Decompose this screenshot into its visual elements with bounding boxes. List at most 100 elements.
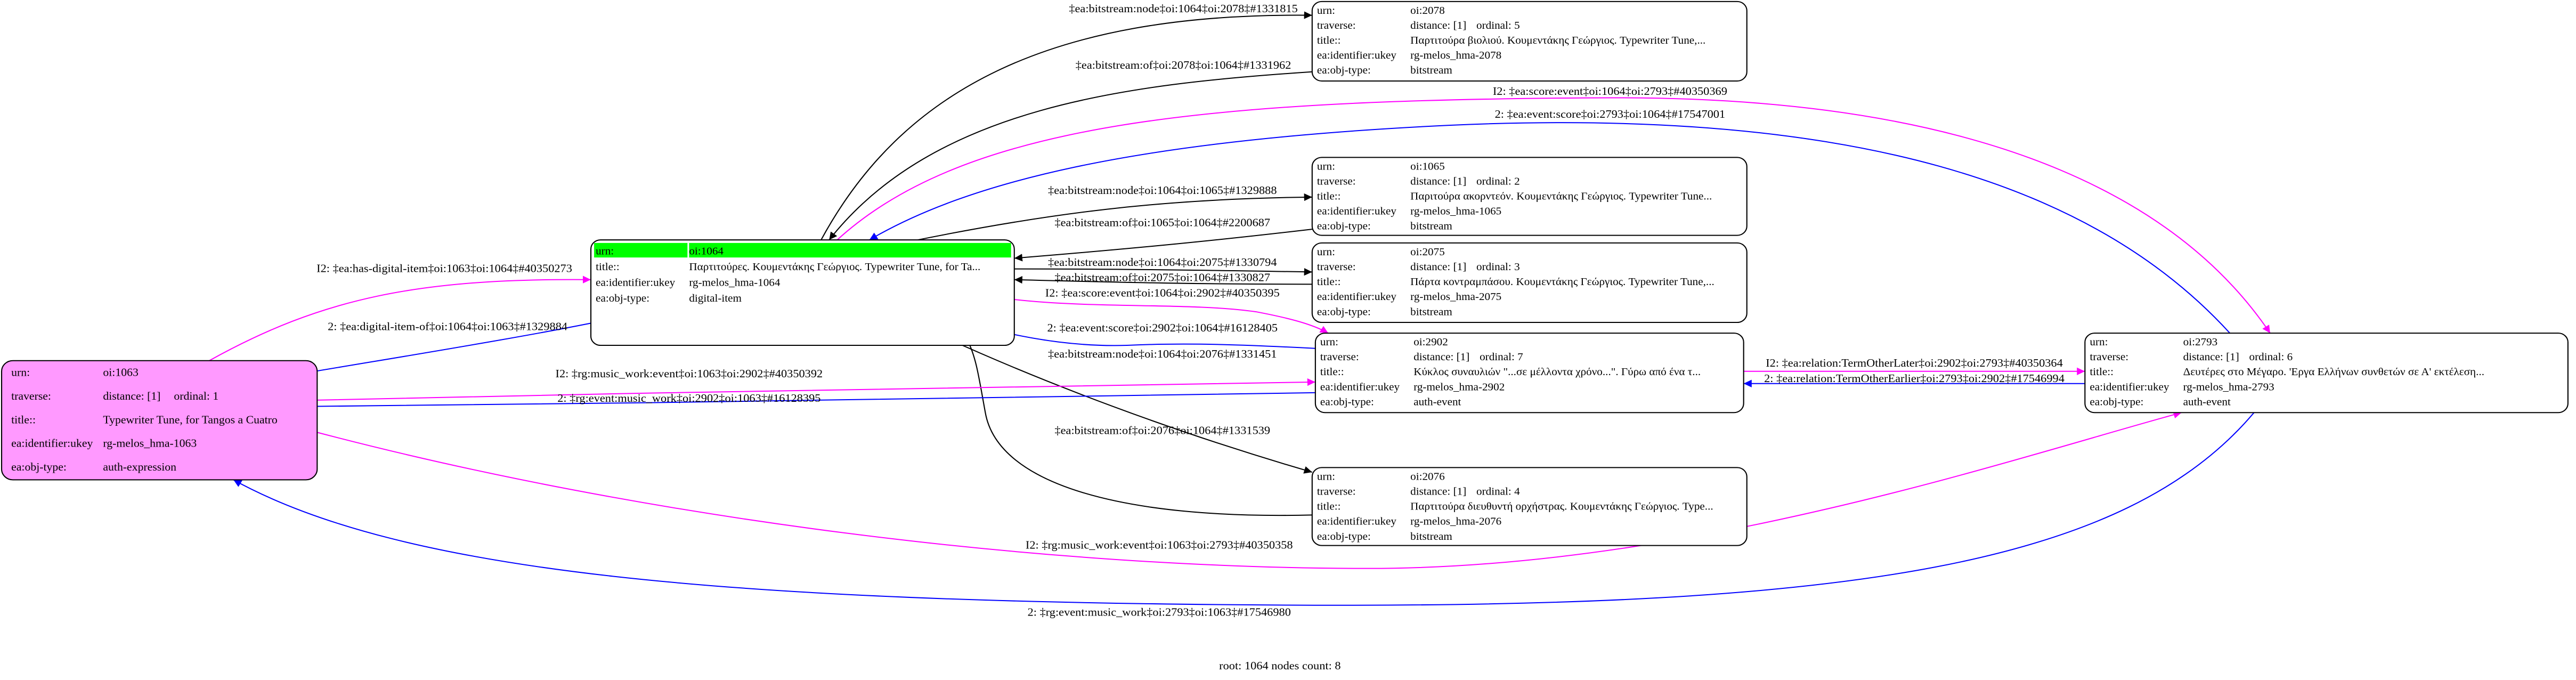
field-label-title: title:: xyxy=(1317,191,1341,202)
field-value-title: Δευτέρες στο Μέγαρο. 'Εργα Ελλήνων συνθε… xyxy=(2183,367,2484,378)
edge[interactable] xyxy=(820,11,1312,240)
field-value-traverse: distance: [1] xyxy=(1410,486,1466,497)
field-label-title: title:: xyxy=(11,414,36,426)
edge-line[interactable] xyxy=(305,411,2182,569)
edge[interactable] xyxy=(836,97,2271,334)
edge[interactable] xyxy=(306,392,1315,410)
field-value-ordinal: ordinal: 6 xyxy=(2249,352,2293,363)
edge-line[interactable] xyxy=(1014,299,1329,334)
field-label-traverse: traverse: xyxy=(1317,486,1356,497)
edge-line[interactable] xyxy=(1014,268,1312,276)
field-value-title: Παρτιτούρα διευθυντή ορχήστρας. Κουμεντά… xyxy=(1410,501,1713,512)
field-label-urn: urn: xyxy=(1317,246,1335,257)
field-label-eaobjtype: ea:obj-type: xyxy=(1320,396,1374,408)
field-value-eaidentifierukey: rg-melos_hma-1064 xyxy=(689,277,780,288)
field-label-traverse: traverse: xyxy=(1320,352,1359,363)
node-box[interactable] xyxy=(1311,467,1748,546)
field-label-title: title:: xyxy=(1317,35,1341,46)
edge[interactable] xyxy=(1014,299,1329,334)
field-label-eaidentifierukey: ea:identifier:ukey xyxy=(1320,382,1400,393)
edge-line[interactable] xyxy=(233,412,2255,606)
field-label-eaobjtype: ea:obj-type: xyxy=(11,461,67,473)
edge[interactable] xyxy=(305,411,2182,569)
field-value-ordinal: ordinal: 7 xyxy=(1480,352,1523,363)
edge[interactable] xyxy=(869,122,2231,334)
edge-label: I2: ‡rg:music_work:event‡oi:1063‡oi:2902… xyxy=(556,368,823,380)
urn-highlight xyxy=(689,242,1011,258)
node-box[interactable] xyxy=(1314,333,1744,414)
field-value-urn: oi:2793 xyxy=(2183,336,2218,347)
edge-line[interactable] xyxy=(1014,229,1312,262)
edge-line[interactable] xyxy=(820,11,1312,240)
edge[interactable] xyxy=(306,378,1315,401)
edge[interactable] xyxy=(1014,229,1312,262)
field-value-eaobjtype: bitstream xyxy=(1410,221,1452,232)
field-value-eaidentifierukey: rg-melos_hma-1065 xyxy=(1410,206,1501,217)
edge-line[interactable] xyxy=(209,276,591,361)
edge-line[interactable] xyxy=(1014,276,1312,285)
field-label-eaidentifierukey: ea:identifier:ukey xyxy=(1317,206,1397,217)
edge-label: ‡ea:bitstream:of‡oi:1065‡oi:1064‡#220068… xyxy=(1054,216,1270,229)
field-label-eaobjtype: ea:obj-type: xyxy=(596,293,649,304)
edge-line[interactable] xyxy=(917,193,1312,241)
field-value-eaidentifierukey: rg-melos_hma-2076 xyxy=(1410,516,1501,527)
field-label-traverse: traverse: xyxy=(1317,261,1356,272)
edge[interactable] xyxy=(917,193,1312,241)
edge[interactable] xyxy=(1014,268,1312,276)
edge-label: 2: ‡rg:event:music_work‡oi:2902‡oi:1063‡… xyxy=(557,392,820,404)
field-value-traverse: distance: [1] xyxy=(103,390,160,402)
field-value-ordinal: ordinal: 2 xyxy=(1476,176,1520,187)
field-label-eaidentifierukey: ea:identifier:ukey xyxy=(11,437,93,449)
edge-label: ‡ea:bitstream:node‡oi:1064‡oi:1065‡#1329… xyxy=(1048,184,1277,197)
field-value-urn: oi:1065 xyxy=(1410,161,1445,172)
field-value-eaidentifierukey: rg-melos_hma-2075 xyxy=(1410,292,1501,303)
field-label-urn: urn: xyxy=(2090,336,2108,347)
field-label-eaobjtype: ea:obj-type: xyxy=(1317,221,1371,232)
edge-line[interactable] xyxy=(828,71,1312,240)
node-box[interactable] xyxy=(2084,333,2569,414)
edge-label: I2: ‡ea:has-digital-item‡oi:1063‡oi:1064… xyxy=(316,262,572,274)
node-box[interactable] xyxy=(1311,1,1748,82)
edge-label: ‡ea:bitstream:of‡oi:2076‡oi:1064‡#133153… xyxy=(1054,424,1270,436)
edge-label: I2: ‡ea:score:event‡oi:1064‡oi:2793‡#403… xyxy=(1493,85,1727,97)
field-label-urn: urn: xyxy=(1317,5,1335,16)
field-label-urn: urn: xyxy=(11,366,30,378)
field-value-traverse: distance: [1] xyxy=(1410,261,1466,272)
field-label-eaobjtype: ea:obj-type: xyxy=(1317,531,1371,542)
field-value-ordinal: ordinal: 5 xyxy=(1476,20,1520,31)
edge[interactable] xyxy=(233,412,2255,606)
node-box[interactable] xyxy=(1,360,318,481)
edge-line[interactable] xyxy=(836,97,2271,334)
edge-line[interactable] xyxy=(306,392,1315,410)
node-box[interactable] xyxy=(1311,157,1748,236)
node-box[interactable] xyxy=(1311,242,1748,323)
field-value-urn: oi:2902 xyxy=(1413,336,1448,347)
field-value-ordinal: ordinal: 1 xyxy=(174,390,218,402)
field-value-eaidentifierukey: rg-melos_hma-2793 xyxy=(2183,382,2274,393)
node-box[interactable] xyxy=(590,239,1015,346)
field-value-traverse: distance: [1] xyxy=(1410,176,1466,187)
field-value-title: Παρτιτούρες. Κουμεντάκης Γεώργιος. Typew… xyxy=(689,261,980,272)
field-value-ordinal: ordinal: 4 xyxy=(1476,486,1520,497)
edge[interactable] xyxy=(828,71,1312,240)
field-label-eaobjtype: ea:obj-type: xyxy=(1317,65,1371,76)
edge-label: 2: ‡ea:relation:TermOtherEarlier‡oi:2793… xyxy=(1764,372,2065,384)
field-label-title: title:: xyxy=(1317,501,1341,512)
edge[interactable] xyxy=(209,276,591,361)
edge-line[interactable] xyxy=(306,378,1315,401)
edge-label: 2: ‡ea:event:score‡oi:2793‡oi:1064‡#1754… xyxy=(1495,108,1726,120)
field-label-eaidentifierukey: ea:identifier:ukey xyxy=(1317,292,1397,303)
field-value-eaobjtype: bitstream xyxy=(1410,531,1452,542)
field-value-urn: oi:1064 xyxy=(689,246,724,257)
edge-label: I2: ‡ea:relation:TermOtherLater‡oi:2902‡… xyxy=(1766,357,2063,369)
edge[interactable] xyxy=(1014,276,1312,285)
edge-line[interactable] xyxy=(869,122,2231,334)
